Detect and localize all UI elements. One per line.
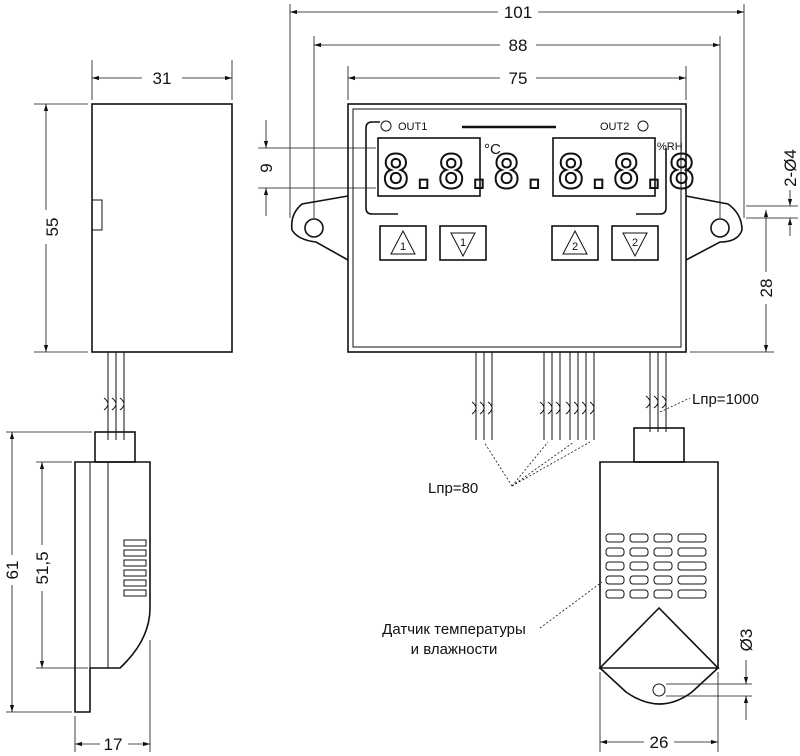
dim-hole-offset-label: 28	[757, 279, 776, 298]
side-view	[91, 103, 233, 440]
display-humidity: 8.8.8	[557, 145, 695, 199]
front-view	[290, 103, 743, 353]
controller-wires	[471, 352, 667, 440]
dim-sensor-hole	[666, 660, 752, 720]
dim-display-height-label: 9	[257, 163, 276, 172]
dim-front-width-label: 75	[509, 69, 528, 88]
wire-length-leaders	[483, 397, 691, 487]
button-1-down-label: 1	[460, 237, 466, 249]
display-temperature: 8.8.8.	[382, 145, 548, 199]
dim-hole-spacing: 88	[313, 35, 721, 218]
dim-sensor-total-label: 61	[3, 561, 22, 580]
dim-display-height: 9	[257, 120, 376, 216]
dim-height-label: 55	[43, 218, 62, 237]
wire-long-label: Lпр=1000	[692, 391, 759, 408]
dim-overall-width-label: 101	[504, 3, 532, 22]
dim-sensor-hole-label: Ø3	[737, 629, 756, 652]
dim-overall-width: 101	[289, 2, 745, 218]
dim-sensor-width: 26	[599, 672, 719, 752]
out1-label: OUT1	[398, 121, 427, 133]
dim-depth-label: 31	[153, 69, 172, 88]
sensor-front-view	[598, 427, 720, 705]
dim-hole-diameter-label: 2-Ø4	[781, 149, 800, 187]
sensor-leader	[539, 581, 603, 629]
dim-hole-offset: 28	[690, 190, 798, 353]
dim-sensor-body-label: 51,5	[33, 551, 52, 584]
sensor-side-view	[74, 431, 151, 713]
dim-hole-spacing-label: 88	[509, 36, 528, 55]
dim-depth: 31	[91, 60, 233, 100]
sensor-label-line2: и влажности	[411, 641, 498, 658]
button-1-up-label: 1	[400, 241, 406, 253]
wire-short-label: Lпр=80	[428, 480, 478, 497]
unit-humidity: %RH	[657, 141, 683, 153]
dim-sensor-body: 51,5	[30, 461, 88, 669]
out2-label: OUT2	[600, 121, 629, 133]
dim-sensor-depth-label: 17	[104, 735, 123, 754]
sensor-label-line1: Датчик температуры	[382, 621, 526, 638]
dim-sensor-total: 61	[2, 431, 92, 713]
dim-height: 55	[34, 103, 88, 353]
button-2-down-label: 2	[632, 237, 638, 249]
dim-front-width: 75	[347, 66, 687, 100]
sensor-vent-slots	[605, 533, 707, 599]
dim-sensor-width-label: 26	[650, 733, 669, 752]
unit-celsius: °C	[484, 141, 501, 158]
button-2-up-label: 2	[572, 241, 578, 253]
dim-sensor-depth: 17	[74, 640, 151, 754]
